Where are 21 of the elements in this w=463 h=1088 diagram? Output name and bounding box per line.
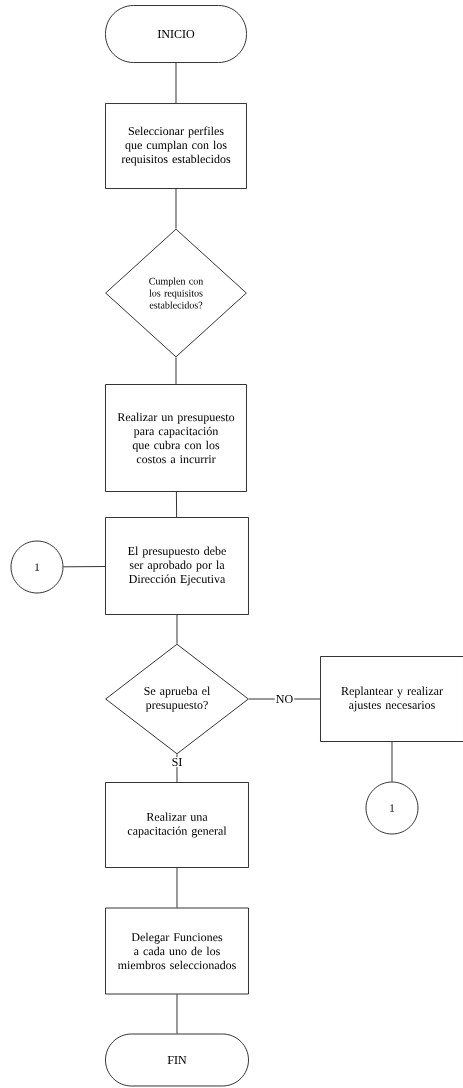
process-box: Replantear y realizar ajustes necesarios [320,656,463,742]
connector-line [176,491,177,518]
connector-line [175,357,177,385]
terminal-box: FIN [105,1033,249,1087]
edge-label: NO [274,694,295,705]
process-box: El presupuesto debe ser aprobado por la Dirección Ejecutiva [105,517,249,615]
connector-line [248,698,321,700]
process-box: Realizar una capacitación general [105,782,249,868]
connector-line [176,614,178,645]
connector-line [175,188,177,229]
process-box: Realizar un presupuesto para capacitación que cubra con los costos a incurrir [105,384,247,492]
process-box: Delegar Funciones a cada uno de los miembros seleccionados [105,907,249,995]
connector-line [391,741,393,782]
terminal-box: INICIO [105,5,247,63]
connector-line [176,867,178,908]
connector-line [176,994,178,1034]
connector-line [175,62,177,104]
edge-label: SI [170,756,184,768]
process-box: Seleccionar perfiles que cumplan con los requisitos establecidos [105,103,247,189]
connector-line [63,566,106,568]
connector-line [176,753,178,783]
